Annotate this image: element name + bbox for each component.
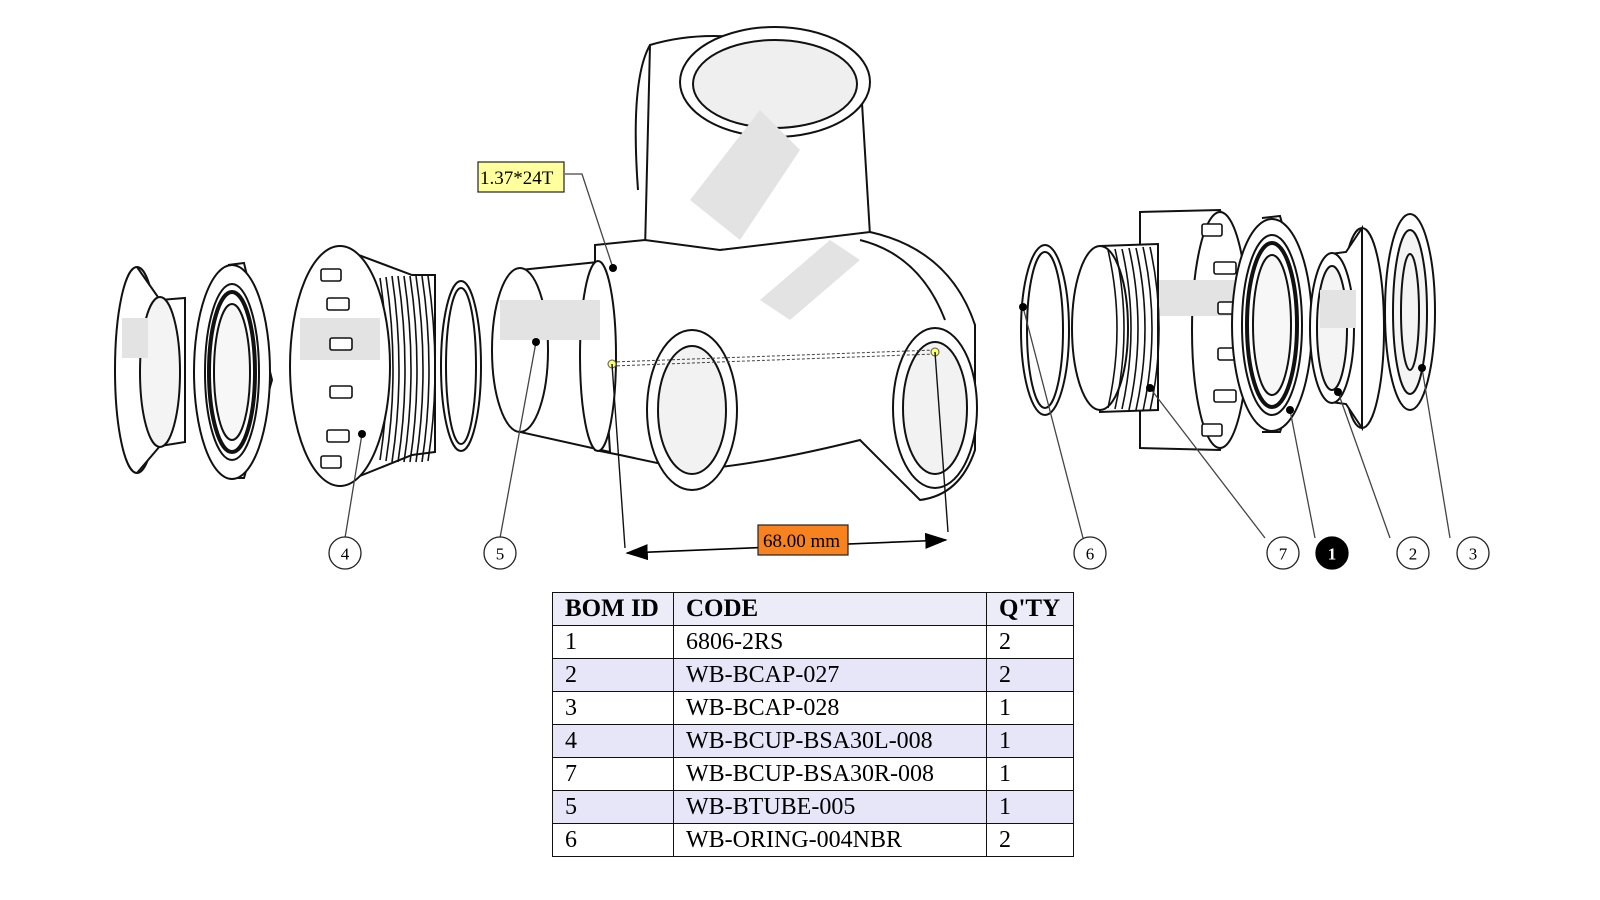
bom-cell-id: 5 bbox=[552, 790, 674, 824]
right-dust-cap bbox=[1384, 213, 1436, 411]
bom-cell-code: WB-BCUP-BSA30R-008 bbox=[673, 757, 987, 791]
bom-cell-qty: 1 bbox=[986, 790, 1074, 824]
right-o-ring bbox=[1020, 244, 1070, 416]
bom-row: 1 6806-2RS 2 bbox=[552, 625, 1074, 659]
bottom-bracket-shell bbox=[491, 26, 978, 502]
bom-row: 2 WB-BCAP-027 2 bbox=[552, 658, 1074, 692]
bom-row: 5 WB-BTUBE-005 1 bbox=[552, 790, 1074, 824]
leader-dots bbox=[358, 264, 1426, 438]
bom-header-row: BOM ID CODE Q'TY bbox=[552, 592, 1074, 626]
bom-cell-code: 6806-2RS bbox=[673, 625, 987, 659]
bom-cell-id: 4 bbox=[552, 724, 674, 758]
svg-text:4: 4 bbox=[341, 545, 350, 564]
bom-cell-id: 7 bbox=[552, 757, 674, 791]
bom-cell-code: WB-BCAP-028 bbox=[673, 691, 987, 725]
bom-cell-qty: 2 bbox=[986, 658, 1074, 692]
bom-row: 4 WB-BCUP-BSA30L-008 1 bbox=[552, 724, 1074, 758]
bom-cell-qty: 1 bbox=[986, 757, 1074, 791]
balloon-6: 6 bbox=[1073, 536, 1107, 570]
width-dimension-text: 68.00 mm bbox=[763, 531, 840, 552]
bom-header-id: BOM ID bbox=[552, 592, 674, 626]
right-bearing bbox=[1231, 214, 1314, 433]
bom-table: BOM ID CODE Q'TY 1 6806-2RS 2 2 WB-BCAP-… bbox=[552, 592, 1074, 857]
thread-spec-tag: 1.37*24T bbox=[477, 161, 565, 193]
svg-text:3: 3 bbox=[1469, 545, 1478, 564]
balloon-2: 2 bbox=[1396, 536, 1430, 570]
bom-row: 7 WB-BCUP-BSA30R-008 1 bbox=[552, 757, 1074, 791]
bom-cell-code: WB-BTUBE-005 bbox=[673, 790, 987, 824]
width-dimension-tag: 68.00 mm bbox=[757, 524, 849, 556]
bom-cell-qty: 1 bbox=[986, 691, 1074, 725]
balloon-1-highlighted[interactable]: 1 bbox=[1315, 536, 1349, 570]
bom-header-qty: Q'TY bbox=[986, 592, 1074, 626]
bom-row: 3 WB-BCAP-028 1 bbox=[552, 691, 1074, 725]
bom-cell-qty: 2 bbox=[986, 823, 1074, 857]
bom-header-code: CODE bbox=[673, 592, 987, 626]
bom-cell-code: WB-BCUP-BSA30L-008 bbox=[673, 724, 987, 758]
right-bearing-cap bbox=[1309, 224, 1385, 432]
bom-cell-code: WB-ORING-004NBR bbox=[673, 823, 987, 857]
balloon-4: 4 bbox=[328, 536, 362, 570]
right-bearing-cup bbox=[1071, 208, 1252, 452]
bom-cell-id: 2 bbox=[552, 658, 674, 692]
left-bearing-cap bbox=[114, 266, 186, 474]
balloon-5: 5 bbox=[483, 536, 517, 570]
bom-row: 6 WB-ORING-004NBR 2 bbox=[552, 823, 1074, 857]
balloon-7: 7 bbox=[1266, 536, 1300, 570]
svg-text:2: 2 bbox=[1409, 545, 1418, 564]
bom-cell-id: 6 bbox=[552, 823, 674, 857]
left-o-ring bbox=[440, 280, 482, 452]
left-bearing bbox=[193, 261, 274, 480]
bom-cell-id: 3 bbox=[552, 691, 674, 725]
thread-spec-text: 1.37*24T bbox=[480, 168, 554, 189]
svg-text:1: 1 bbox=[1328, 545, 1337, 564]
balloon-3: 3 bbox=[1456, 536, 1490, 570]
svg-text:7: 7 bbox=[1279, 545, 1288, 564]
bom-cell-id: 1 bbox=[552, 625, 674, 659]
svg-text:5: 5 bbox=[496, 545, 505, 564]
leader-lines bbox=[344, 173, 1451, 539]
bom-cell-qty: 1 bbox=[986, 724, 1074, 758]
left-bearing-cup bbox=[289, 245, 436, 487]
bom-cell-qty: 2 bbox=[986, 625, 1074, 659]
svg-text:6: 6 bbox=[1086, 545, 1095, 564]
bom-cell-code: WB-BCAP-027 bbox=[673, 658, 987, 692]
